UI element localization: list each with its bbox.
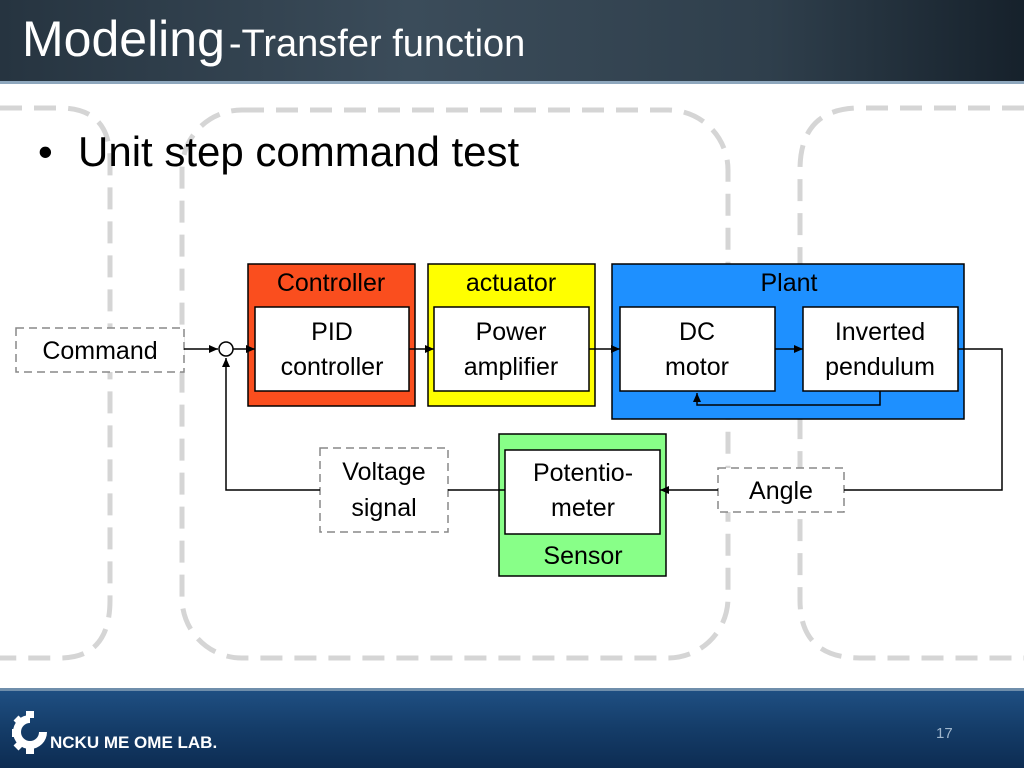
slide-title-sub: -Transfer function	[228, 23, 526, 65]
actuator-label: actuator	[466, 269, 556, 297]
potentiometer-block	[504, 449, 661, 535]
voltage-signal-text-1: Voltage	[342, 458, 425, 486]
controller-label: Controller	[277, 269, 385, 297]
inverted-pendulum-text-1: Inverted	[835, 318, 925, 346]
pid-controller-text-1: PID	[311, 318, 353, 346]
slide-title: Modeling-Transfer function	[22, 10, 525, 68]
slide-footer: NCKU ME OME LAB. 17	[0, 688, 1024, 768]
power-amplifier-text-2: amplifier	[464, 353, 558, 381]
dc-motor-text-2: motor	[665, 353, 729, 381]
potentiometer-text-1: Potentio-	[533, 459, 633, 487]
power-amplifier-text-1: Power	[476, 318, 547, 346]
bullet-item: • Unit step command test	[38, 128, 519, 176]
bg-panel-left	[0, 105, 113, 661]
angle-text: Angle	[749, 477, 813, 505]
pid-controller-block	[254, 306, 410, 392]
gear-logo-icon	[12, 711, 47, 754]
pendulum-to-motor-feedback	[693, 391, 881, 406]
pid-controller-text-2: controller	[281, 353, 384, 381]
command-text: Command	[42, 337, 157, 365]
inverted-pendulum-text-2: pendulum	[825, 353, 935, 381]
voltage-signal-text-2: signal	[351, 494, 416, 522]
plant-label: Plant	[761, 269, 818, 297]
summing-junction	[218, 341, 234, 357]
dc-motor-text-1: DC	[679, 318, 715, 346]
sensor-label: Sensor	[543, 542, 622, 570]
power-amplifier-block	[433, 306, 590, 392]
slide-header: Modeling-Transfer function	[0, 0, 1024, 84]
voltage-signal-box	[319, 447, 449, 533]
page-number: 17	[936, 725, 953, 742]
command-box	[15, 327, 185, 373]
slide-title-main: Modeling	[22, 11, 225, 67]
voltage-to-sum-arrow	[222, 358, 320, 491]
bullet-dot: •	[38, 128, 53, 175]
dc-motor-block	[619, 306, 776, 392]
potentiometer-text-2: meter	[551, 494, 615, 522]
lab-name: NCKU ME OME LAB.	[50, 733, 218, 752]
output-to-angle-line	[844, 348, 1003, 491]
bullet-text: Unit step command test	[78, 128, 520, 175]
angle-box	[717, 467, 845, 513]
